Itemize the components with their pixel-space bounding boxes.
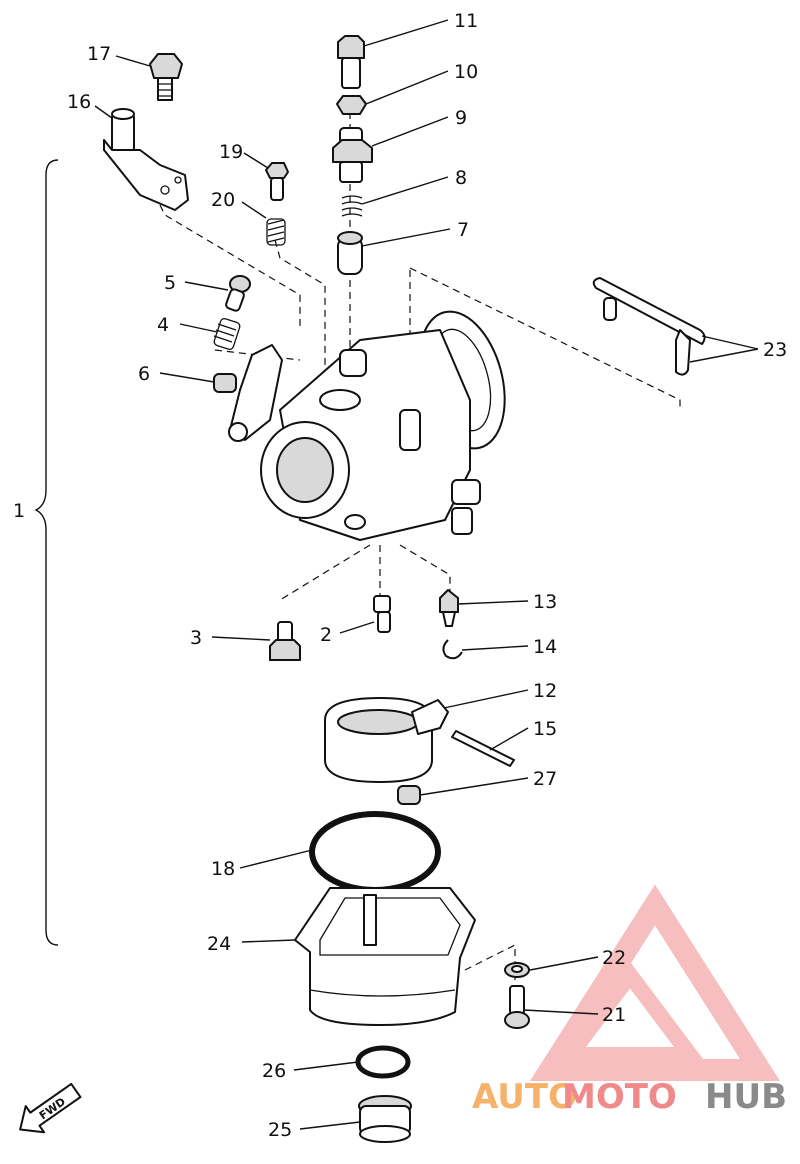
callout-8: 8 xyxy=(455,167,467,189)
callout-12: 12 xyxy=(533,680,557,702)
callout-19: 19 xyxy=(219,141,243,163)
callout-7: 7 xyxy=(457,219,469,241)
callout-21: 21 xyxy=(602,1004,626,1026)
callout-6: 6 xyxy=(138,363,150,385)
part-19-screw xyxy=(265,162,289,201)
callout-15: 15 xyxy=(533,718,557,740)
callout-16: 16 xyxy=(67,91,91,113)
callout-13: 13 xyxy=(533,591,557,613)
leader-lines xyxy=(94,19,759,1130)
callout-5: 5 xyxy=(164,272,176,294)
part-16-bracket xyxy=(103,108,189,211)
part-5-screw xyxy=(225,275,251,312)
part-27-plug xyxy=(397,785,421,805)
callout-27: 27 xyxy=(533,768,557,790)
callout-labels: 1 2 3 4 5 6 7 8 9 10 11 12 13 14 15 16 1… xyxy=(13,10,787,1141)
part-21-screw xyxy=(504,985,530,1029)
part-9-fitting xyxy=(332,127,373,183)
callout-1: 1 xyxy=(13,500,25,522)
part-22-washer xyxy=(504,962,530,978)
part-18-gasket xyxy=(309,811,441,893)
callout-4: 4 xyxy=(157,314,169,336)
part-2-jet xyxy=(373,595,391,633)
callout-2: 2 xyxy=(320,624,332,646)
watermark-moto: MOTO xyxy=(562,1077,677,1117)
watermark-text: AUTO MOTO HUB xyxy=(472,1077,787,1117)
part-15-pin xyxy=(451,730,515,767)
part-25-drain-plug xyxy=(358,1095,412,1143)
watermark-logo xyxy=(529,884,781,1081)
part-17-screw xyxy=(149,53,183,101)
part-12-float xyxy=(324,697,449,783)
part-23-tube xyxy=(592,277,706,376)
callout-11: 11 xyxy=(454,10,478,32)
part-8-spring xyxy=(341,195,363,217)
callout-9: 9 xyxy=(455,107,467,129)
part-3-jet xyxy=(269,621,301,661)
callout-26: 26 xyxy=(262,1060,286,1082)
callout-23: 23 xyxy=(763,339,787,361)
assembly-bracket xyxy=(34,159,59,946)
callout-24: 24 xyxy=(207,933,231,955)
part-7-plunger xyxy=(337,231,363,275)
callout-22: 22 xyxy=(602,947,626,969)
callout-25: 25 xyxy=(268,1119,292,1141)
callout-17: 17 xyxy=(87,43,111,65)
part-11-bolt xyxy=(337,35,365,89)
part-10-nut xyxy=(336,95,367,115)
callout-18: 18 xyxy=(211,858,235,880)
part-14-clip xyxy=(442,639,463,660)
carburetor-body xyxy=(228,310,506,541)
part-6-screw xyxy=(213,373,237,393)
part-4-spring xyxy=(213,317,241,351)
part-24-float-bowl xyxy=(294,887,476,1026)
callout-20: 20 xyxy=(211,189,235,211)
watermark-auto: AUTO xyxy=(472,1077,577,1117)
callout-3: 3 xyxy=(190,627,202,649)
forward-direction-arrow: FWD xyxy=(19,1082,82,1134)
watermark-hub: HUB xyxy=(705,1077,787,1117)
part-13-needle-valve xyxy=(439,589,459,627)
alignment-lines xyxy=(159,100,681,1005)
callout-14: 14 xyxy=(533,636,557,658)
part-20-spring xyxy=(266,218,286,246)
part-26-oring xyxy=(355,1045,411,1079)
callout-10: 10 xyxy=(454,61,478,83)
